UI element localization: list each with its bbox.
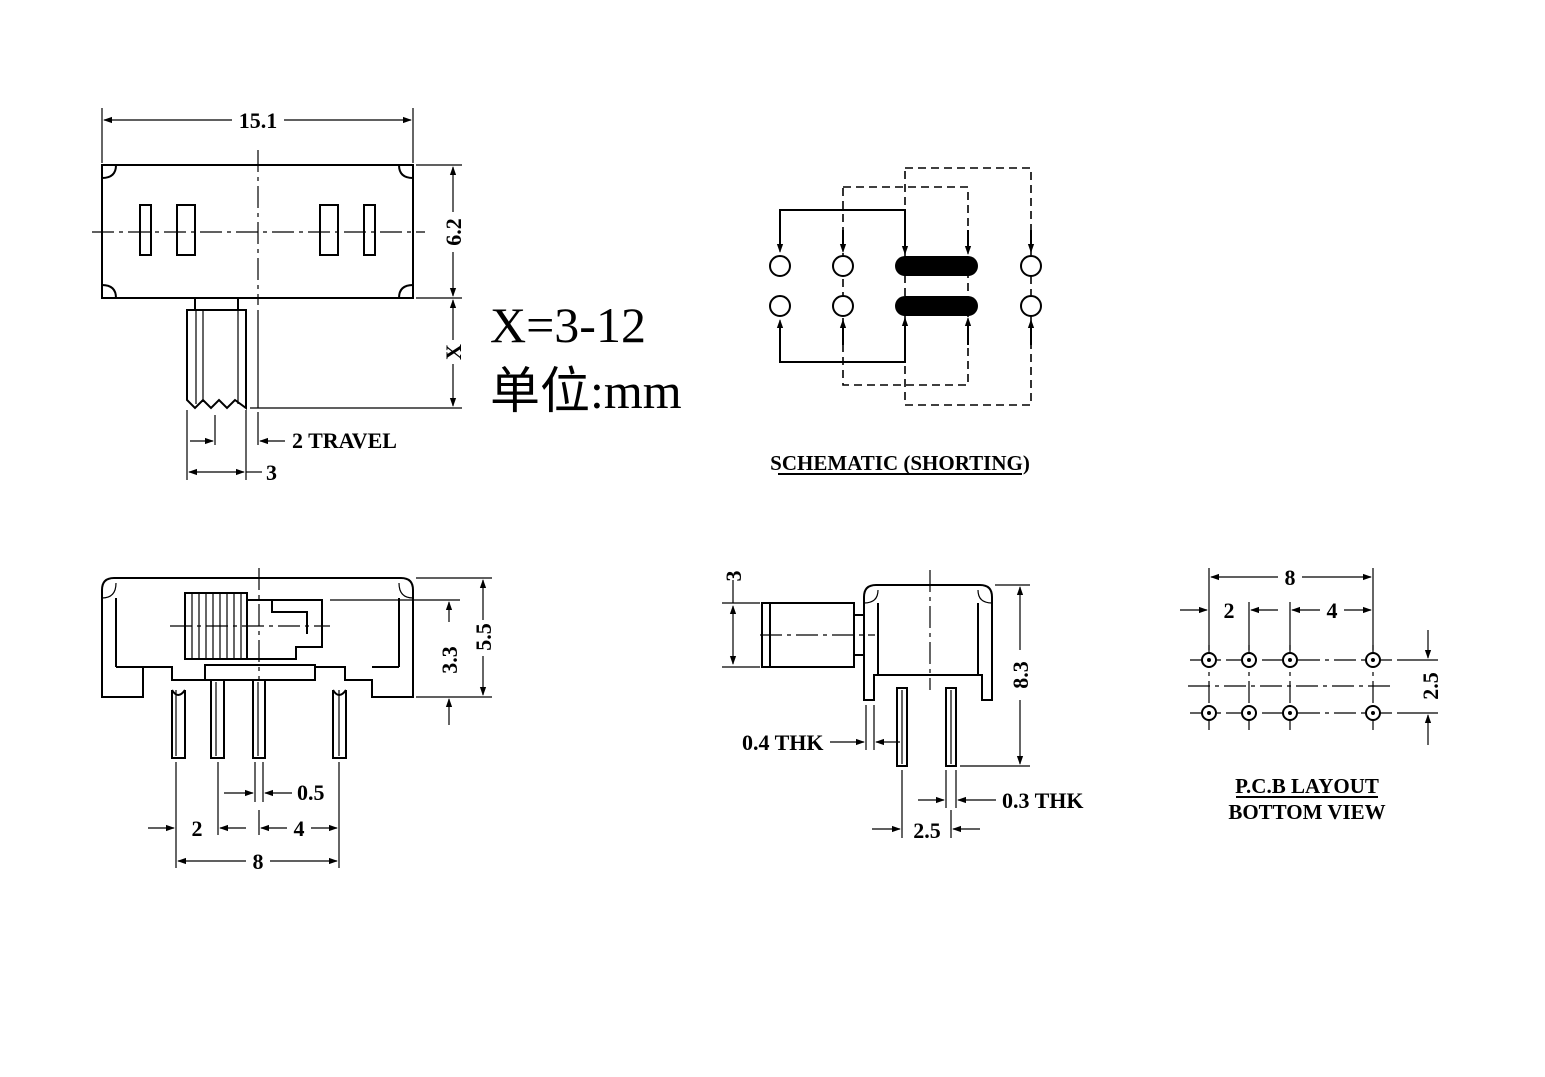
dim-inner-3-3: 3.3 [437, 646, 462, 674]
dim-pitch-2: 2 [192, 816, 203, 841]
top-view: 15.1 6.2 X 2 TRAVEL 3 [92, 108, 466, 485]
dim-width-15-1: 15.1 [239, 108, 278, 133]
pcb-caption-line2: BOTTOM VIEW [1228, 800, 1385, 824]
dim-pin-0-5: 0.5 [297, 780, 325, 805]
dim-knob-3-side: 3 [721, 571, 746, 582]
thk-left-label: 0.4 THK [742, 730, 824, 755]
dim-overall-8: 8 [253, 849, 264, 874]
dim-height-8-3: 8.3 [1008, 661, 1033, 689]
schematic-caption: SCHEMATIC (SHORTING) [770, 451, 1030, 475]
pcb-dim-2: 2 [1224, 598, 1235, 623]
pcb-dim-2-5: 2.5 [1418, 672, 1443, 700]
pcb-dim-4: 4 [1327, 598, 1338, 623]
unit-label: 单位:mm [490, 363, 682, 419]
pcb-caption-line1: P.C.B LAYOUT [1235, 774, 1379, 798]
dim-outer-5-5: 5.5 [471, 623, 496, 651]
dim-x: X [441, 344, 466, 360]
dim-pitch-2-5-side: 2.5 [913, 818, 941, 843]
dim-pitch-4: 4 [294, 816, 305, 841]
travel-label: 2 TRAVEL [292, 428, 397, 453]
dim-height-6-2: 6.2 [441, 218, 466, 246]
pcb-layout: 8 2 4 2.5 P.C.B LAYOUT BOTTOM VIEW [1180, 565, 1443, 824]
thk-right-label: 0.3 THK [1002, 788, 1084, 813]
x-range-label: X=3-12 [490, 297, 646, 353]
dim-knob-3: 3 [266, 460, 277, 485]
pcb-holes [1201, 652, 1381, 721]
pcb-dim-8: 8 [1285, 565, 1296, 590]
side-view: 3 8.3 0.4 THK 0.3 THK 2.5 [721, 570, 1084, 843]
schematic: SCHEMATIC (SHORTING) [769, 167, 1042, 475]
front-view: 0.5 2 4 8 5.5 3.3 [101, 568, 496, 874]
